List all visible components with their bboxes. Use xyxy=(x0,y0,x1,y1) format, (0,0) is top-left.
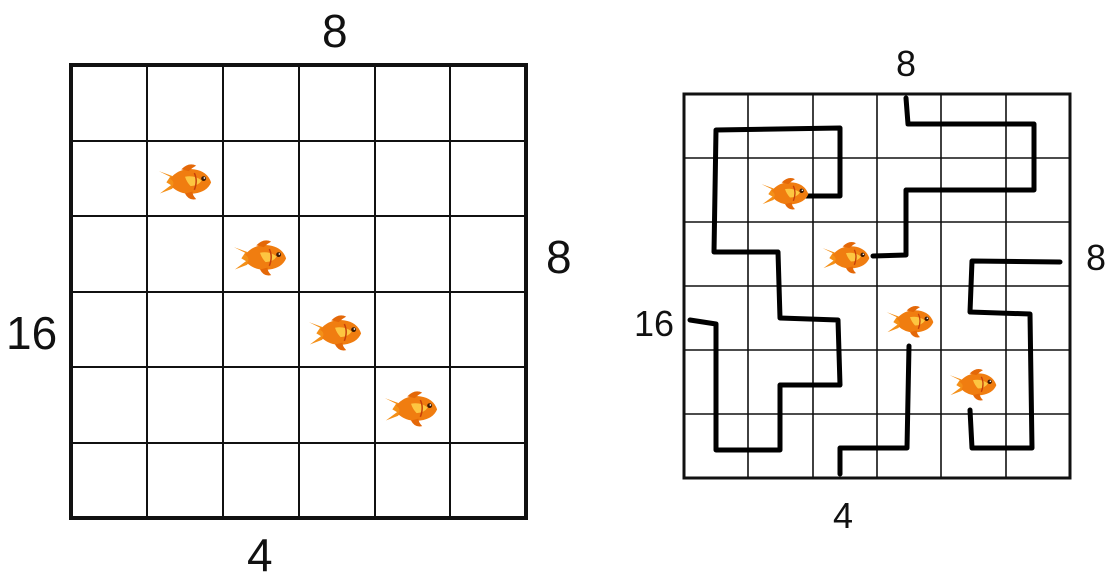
goldfish-icon xyxy=(234,240,286,275)
right-fish-layer xyxy=(762,178,997,400)
goldfish-icon xyxy=(385,391,437,426)
right-grid-lines xyxy=(684,94,1070,478)
goldfish-icon xyxy=(950,369,997,400)
goldfish-icon xyxy=(309,315,361,350)
fishing-line-2 xyxy=(873,98,1034,256)
right-puzzle-grid xyxy=(684,94,1070,478)
left-puzzle-grid xyxy=(71,65,526,518)
goldfish-icon xyxy=(159,164,211,199)
goldfish-icon xyxy=(762,178,809,209)
goldfish-icon xyxy=(823,242,870,273)
fishing-line-3 xyxy=(840,346,909,474)
left-grid-lines xyxy=(71,65,526,518)
goldfish-icon xyxy=(887,306,934,337)
fishing-line-1 xyxy=(690,128,840,450)
fishing-line-4 xyxy=(970,261,1060,448)
